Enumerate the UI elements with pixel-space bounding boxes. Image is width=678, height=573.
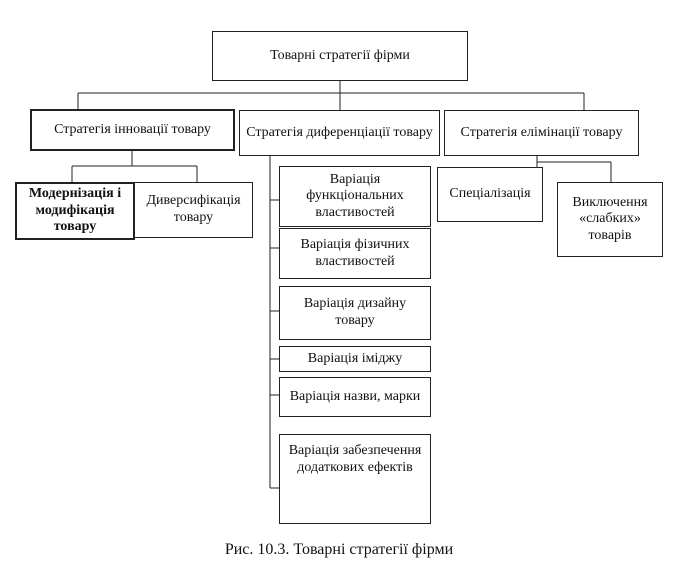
strategy-elimination-node: Стратегія елімінації товару [444,110,639,156]
variation-image-node: Варіація іміджу [279,346,431,372]
figure-caption: Рис. 10.3. Товарні стратегії фірми [224,541,454,558]
variation-physical-node: Варіація фізичних властивостей [279,228,431,279]
variation-functional-label: Варіація функціональних властивостей [306,171,404,220]
variation-name-label: Варіація назви, марки [289,388,421,404]
variation-design-node: Варіація дизайну товару [279,286,431,340]
specialization-label: Спеціалізація [449,186,531,202]
variation-additional-effects-label: Варіація забезпечення додаткових ефектів [288,443,422,475]
variation-physical-label: Варіація фізичних властивостей [300,236,410,269]
variation-additional-effects-node: Варіація забезпечення додаткових ефектів [279,434,431,524]
modernization-node: Модернізація і модифікація товару [15,182,135,240]
variation-name-node: Варіація назви, марки [279,377,431,417]
diversification-label: Диверсифікація товару [146,193,241,225]
root-node-label: Товарні стратегії фірми [270,47,410,63]
variation-functional-node: Варіація функціональних властивостей [279,166,431,227]
specialization-node: Спеціалізація [437,167,543,222]
modernization-label: Модернізація і модифікація товару [28,186,122,235]
diversification-node: Диверсифікація товару [134,182,253,238]
strategy-differentiation-node: Стратегія диференціації товару [239,110,440,156]
variation-image-label: Варіація іміджу [307,350,403,366]
strategy-innovation-label: Стратегія інновації товару [54,121,211,137]
strategy-differentiation-label: Стратегія диференціації товару [246,124,433,140]
root-node: Товарні стратегії фірми [212,31,468,81]
variation-design-label: Варіація дизайну товару [303,296,407,328]
exclusion-weak-products-label: Виключення «слабких» товарів [572,194,648,243]
strategy-elimination-label: Стратегія елімінації товару [460,124,623,140]
strategy-innovation-node: Стратегія інновації товару [30,109,235,151]
exclusion-weak-products-node: Виключення «слабких» товарів [557,182,663,257]
